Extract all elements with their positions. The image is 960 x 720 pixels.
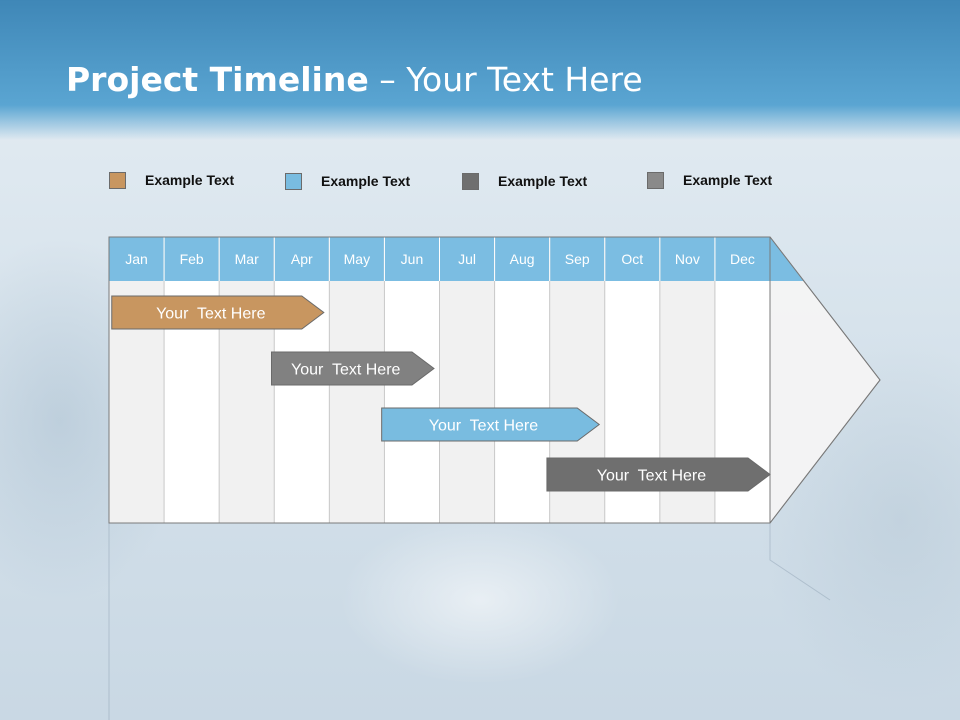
month-label-feb: Feb: [180, 251, 204, 267]
month-label-nov: Nov: [675, 251, 700, 267]
legend-label-3: Example Text: [498, 173, 588, 189]
timeline-bar-label-2: Your Text Here: [291, 362, 401, 379]
month-column-jun: [384, 281, 440, 523]
month-label-aug: Aug: [510, 251, 535, 267]
legend-label-2: Example Text: [321, 173, 411, 189]
month-label-oct: Oct: [621, 251, 643, 267]
timeline-bar-label-4: Your Text Here: [597, 468, 707, 485]
timeline-bar-2: [270, 351, 435, 386]
month-label-jan: Jan: [125, 251, 148, 267]
month-label-jun: Jun: [401, 251, 424, 267]
month-label-dec: Dec: [730, 251, 755, 267]
timeline-bar-label-1: Your Text Here: [156, 306, 266, 323]
legend-label-4: Example Text: [683, 172, 773, 188]
legend-item-3: Example Text: [462, 171, 587, 191]
month-label-mar: Mar: [235, 251, 259, 267]
timeline-header-band: [109, 237, 804, 281]
timeline-bar-4: [546, 457, 771, 492]
month-column-jul: [439, 281, 495, 523]
legend-swatch-1: [109, 171, 126, 189]
legend-item-2: Example Text: [285, 171, 410, 191]
legend-item-1: Example Text: [109, 170, 234, 190]
legend-swatch-3: [462, 172, 479, 190]
timeline-bar-3: [381, 407, 601, 442]
page-title: Project Timeline – Your Text Here: [66, 60, 643, 99]
timeline-bar-label-3: Your Text Here: [429, 418, 539, 435]
month-label-may: May: [344, 251, 370, 267]
month-label-sep: Sep: [565, 251, 590, 267]
month-column-aug: [494, 281, 550, 523]
legend-item-4: Example Text: [647, 170, 772, 190]
timeline-bar-1: [111, 295, 325, 330]
header-band: [0, 0, 960, 140]
timeline-reflection: [108, 523, 831, 720]
month-label-jul: Jul: [458, 251, 476, 267]
month-column-may: [329, 281, 385, 523]
legend-label-1: Example Text: [145, 172, 235, 188]
timeline-outline: [108, 236, 881, 524]
legend-swatch-4: [647, 171, 664, 189]
month-label-apr: Apr: [291, 251, 313, 267]
title-bold: Project Timeline: [66, 60, 369, 99]
title-rest: – Your Text Here: [368, 60, 643, 99]
legend-swatch-2: [285, 172, 302, 190]
